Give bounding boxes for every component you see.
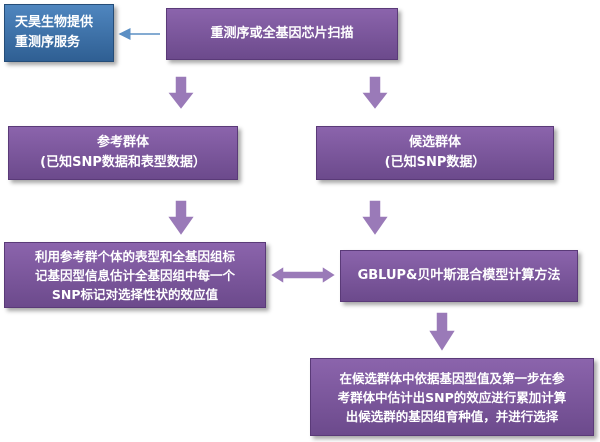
down-arrow-icon [359, 199, 391, 238]
gblup-label: GBLUP&贝叶斯混合模型计算方法 [357, 268, 561, 283]
breeding-line-3: 出候选群的基因组育种值，并进行选择 [345, 408, 559, 424]
reference-title: 参考群体 [96, 135, 149, 150]
estimate-line-1: 利用参考群个体的表型和全基因组标 [34, 248, 235, 264]
sequencing-label: 重测序或全基因芯片扫描 [210, 26, 354, 41]
down-arrow-icon [165, 199, 197, 238]
reference-population-box: 参考群体 (已知SNP数据和表型数据） [8, 126, 238, 180]
estimate-line-3: SNP标记对选择性状的效应值 [51, 286, 219, 302]
double-arrow-icon [268, 264, 338, 286]
estimate-line-2: 记基因型信息估计全基因组中每一个 [34, 267, 235, 283]
breeding-line-1: 在候选群体中依据基因型值及第一步在参 [339, 370, 565, 386]
breeding-line-2: 考群体中估计出SNP的效应进行累加计算 [337, 389, 567, 405]
down-arrow-icon [165, 75, 197, 112]
candidate-title: 候选群体 [408, 135, 461, 150]
down-arrow-icon [359, 75, 391, 112]
reference-subtitle: (已知SNP数据和表型数据） [40, 155, 206, 170]
snp-effect-estimation-box: 利用参考群个体的表型和全基因组标 记基因型信息估计全基因组中每一个 SNP标记对… [4, 242, 266, 308]
genomic-breeding-value-box: 在候选群体中依据基因型值及第一步在参 考群体中估计出SNP的效应进行累加计算 出… [310, 358, 594, 436]
candidate-subtitle: (已知SNP数据） [384, 155, 486, 170]
service-line-1: 天昊生物提供 [15, 15, 94, 30]
service-box: 天昊生物提供 重测序服务 [4, 4, 114, 62]
candidate-population-box: 候选群体 (已知SNP数据） [316, 126, 554, 180]
gblup-method-box: GBLUP&贝叶斯混合模型计算方法 [340, 250, 578, 302]
service-line-2: 重测序服务 [15, 35, 81, 50]
sequencing-box: 重测序或全基因芯片扫描 [166, 8, 398, 60]
down-arrow-icon [426, 311, 458, 354]
